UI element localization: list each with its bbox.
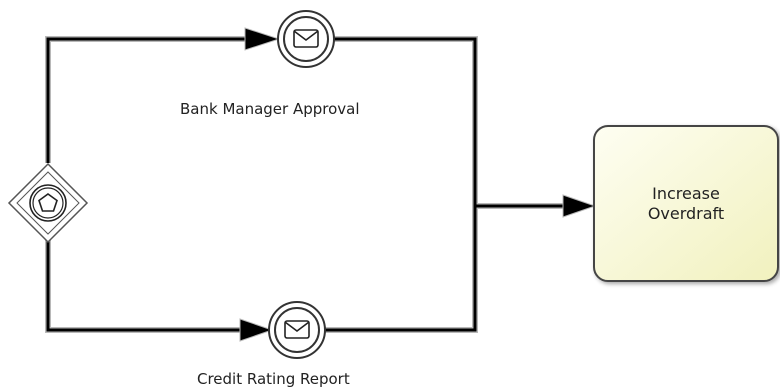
event-based-gateway[interactable] <box>7 162 89 244</box>
flow-gateway-to-top-event[interactable] <box>46 37 245 163</box>
flow-gateway-to-bottom-event[interactable] <box>46 240 240 332</box>
arrowhead-task <box>562 194 597 218</box>
top-event-label: Bank Manager Approval <box>180 100 360 118</box>
intermediate-message-event-top[interactable] <box>277 10 335 68</box>
sequence-flows <box>45 36 565 333</box>
task-shape[interactable] <box>593 125 779 282</box>
intermediate-message-event-bottom[interactable] <box>268 301 326 359</box>
arrowhead-bottom <box>239 318 274 342</box>
flow-events-merge[interactable] <box>318 37 477 332</box>
bottom-event-label: Credit Rating Report <box>197 370 350 388</box>
envelope-icon <box>284 320 310 339</box>
arrowhead-top <box>244 27 281 51</box>
envelope-icon <box>293 29 319 48</box>
pentagon-icon <box>38 193 58 212</box>
task-increase-overdraft[interactable]: Increase Overdraft <box>593 125 779 282</box>
task-label: Increase Overdraft <box>647 183 725 223</box>
